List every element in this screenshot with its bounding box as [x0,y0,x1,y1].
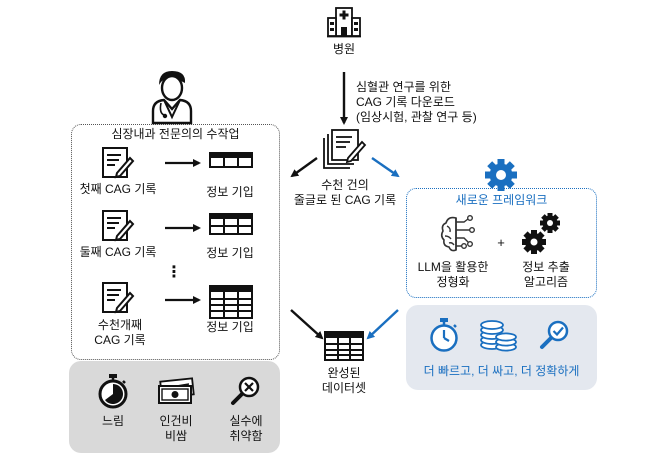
hospital-label: 병원 [332,42,356,56]
doctor-icon [151,71,193,125]
row3-result-label: 정보 기입 [206,320,254,334]
llm-line-2: 정형화 [436,275,470,289]
algorithm-line-1: 정보 추출 [522,260,570,274]
gears-icon [522,213,560,254]
document-edit-icon [102,210,135,242]
row3-record-line-1: 수천개째 [97,318,143,332]
arrow-records-to-framework [371,157,400,178]
stopwatch-icon [98,374,128,409]
money-icon [158,377,195,404]
llm-line-1: LLM을 활용한 [417,260,489,274]
stopwatch-icon [430,318,458,352]
manual-process-panel [71,124,280,360]
download-line-3: (임상시험, 관찰 연구 등) [356,110,477,124]
magnifier-error-icon [231,376,260,405]
row2-result-label: 정보 기입 [206,246,254,260]
download-description: 심혈관 연구를 위한 CAG 기록 다운로드 (임상시험, 관찰 연구 등) [356,80,506,125]
ellipsis-marker: ⋮ [166,264,182,281]
drawback-expensive-line-2: 비쌈 [164,429,188,443]
llm-label: LLM을 활용한 정형화 [412,260,494,290]
download-line-1: 심혈관 연구를 위한 [356,80,451,94]
drawback-error-prone-line-2: 취약함 [229,429,263,443]
brain-circuit-icon [440,215,476,252]
download-line-2: CAG 기록 다운로드 [356,95,455,109]
document-edit-icon [102,147,135,179]
dataset-label: 완성된 데이터셋 [304,366,384,396]
drawbacks-panel [69,361,280,453]
row3-record-label: 수천개째 CAG 기록 [80,318,160,348]
drawback-slow: 느림 [101,414,125,428]
table-full-icon [209,285,253,319]
algorithm-line-2: 알고리즘 [523,275,569,289]
arrow-manual-to-dataset [290,309,324,340]
magnifier-check-icon [540,320,569,349]
benefits-text: 더 빠르고, 더 싸고, 더 정확하게 [423,364,580,378]
row3-record-line-2: CAG 기록 [94,333,146,347]
row1-result-label: 정보 기입 [206,185,254,199]
records-pile-line-2: 줄글로 된 CAG 기록 [293,193,397,207]
framework-title: 새로운 프레임워크 [455,193,548,207]
table-header-icon [209,152,253,168]
drawback-error-prone: 실수에 취약함 [216,414,276,444]
row2-record-label: 둘째 CAG 기록 [79,245,157,259]
coins-icon [480,320,517,352]
drawback-error-prone-line-1: 실수에 [229,414,263,428]
drawback-expensive: 인건비 비쌈 [146,414,206,444]
records-pile-label: 수천 건의 줄글로 된 CAG 기록 [284,178,406,208]
row1-record-label: 첫째 CAG 기록 [79,182,157,196]
dataset-table-icon [324,331,364,361]
plus-sign: + [497,235,505,250]
gear-icon [485,159,517,191]
arrow-records-to-manual [290,157,318,178]
hospital-icon [327,7,361,38]
document-edit-icon [102,282,135,314]
arrow-framework-to-dataset [366,309,399,340]
table-partial-icon [209,213,253,235]
manual-process-title: 심장내과 전문의의 수작업 [111,127,240,141]
dataset-line-1: 완성된 [327,366,361,380]
dataset-line-2: 데이터셋 [321,381,367,395]
drawback-expensive-line-1: 인건비 [159,414,193,428]
algorithm-label: 정보 추출 알고리즘 [510,260,582,290]
record-stack-icon [323,129,367,169]
records-pile-line-1: 수천 건의 [321,178,369,192]
